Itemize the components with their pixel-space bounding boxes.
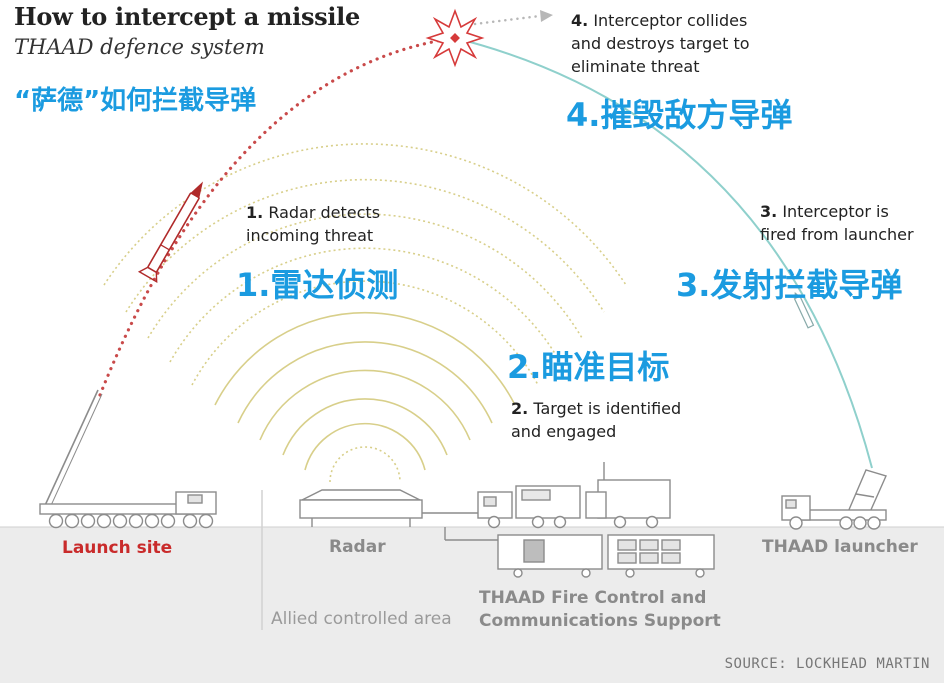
radar-unit-icon (299, 489, 478, 527)
source-credit: SOURCE: LOCKHEAD MARTIN (724, 656, 930, 672)
radar-waves (103, 143, 627, 483)
step-2-chinese-label: 2.瞄准目标 (507, 348, 670, 386)
step-2-text: Target is identified and engaged (511, 399, 682, 441)
fire-control-vehicles-icon (444, 462, 715, 578)
fire-control-label: THAAD Fire Control and Communications Su… (479, 588, 721, 631)
continuation-arrow (473, 10, 553, 26)
step-4-chinese-label: 4.摧毁敌方导弹 (566, 96, 793, 134)
thaad-launcher-label: THAAD launcher (762, 537, 918, 557)
chinese-title: “萨德”如何拦截导弹 (14, 86, 257, 116)
step-3-text: Interceptor is fired from launcher (760, 202, 914, 244)
interceptor-trajectory (454, 37, 873, 469)
ground-band (0, 527, 944, 683)
step-3-caption: 3. Interceptor is fired from launcher (760, 200, 914, 246)
allied-area-label: Allied controlled area (271, 609, 452, 629)
step-3-chinese-label: 3.发射拦截导弹 (676, 266, 903, 304)
step-1-number: 1. (246, 203, 264, 222)
step-1-chinese-label: 1.雷达侦测 (236, 266, 399, 304)
launch-site-truck-icon (39, 389, 217, 529)
incoming-missile-icon (137, 181, 203, 284)
threat-trajectory (98, 36, 457, 397)
step-3-number: 3. (760, 202, 778, 221)
thaad-launcher-icon (781, 469, 887, 530)
page-subtitle: THAAD defence system (14, 35, 265, 59)
step-4-text: Interceptor collides and destroys target… (571, 11, 750, 76)
launch-site-label: Launch site (62, 538, 173, 558)
step-2-number: 2. (511, 399, 529, 418)
explosion-icon (425, 8, 485, 68)
step-2-caption: 2. Target is identified and engaged (511, 397, 681, 443)
page-title: How to intercept a missile (14, 2, 360, 31)
step-4-caption: 4. Interceptor collides and destroys tar… (571, 9, 750, 78)
step-1-text: Radar detects incoming threat (246, 203, 381, 245)
radar-label: Radar (329, 537, 386, 557)
interceptor-missile-icon (793, 292, 815, 329)
step-1-caption: 1. Radar detects incoming threat (246, 201, 380, 247)
step-4-number: 4. (571, 11, 589, 30)
